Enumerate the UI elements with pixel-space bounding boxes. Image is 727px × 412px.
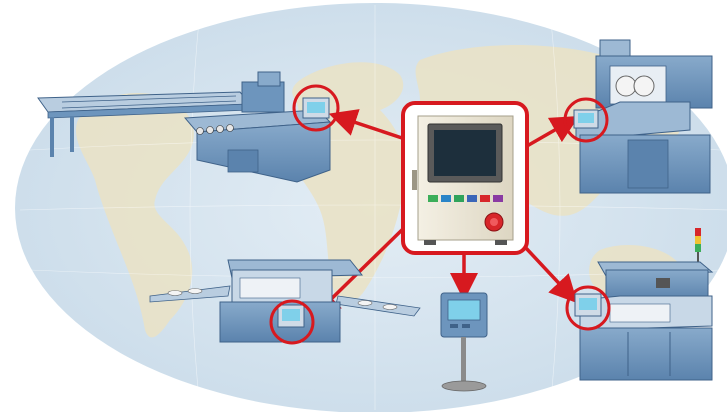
pedestal-panel [440, 292, 488, 392]
rotary-table-machine [149, 259, 421, 345]
door-handle [412, 170, 417, 190]
hmi-highlight-circle [565, 285, 611, 331]
arrow-to-rotary [311, 223, 409, 318]
hmi-screen [434, 130, 496, 176]
hmi-highlight-circle [563, 97, 609, 143]
conveyor-machine [37, 71, 340, 183]
washing-machine [563, 39, 713, 194]
controller-cabinet [401, 101, 529, 255]
hmi-highlight-circle [269, 299, 315, 345]
hmi-highlight-circle [292, 84, 340, 132]
inspection-machine [565, 228, 714, 381]
arrow-to-inspection [523, 245, 578, 304]
control-buttons [428, 195, 503, 202]
arrow-to-conveyor [328, 109, 409, 142]
